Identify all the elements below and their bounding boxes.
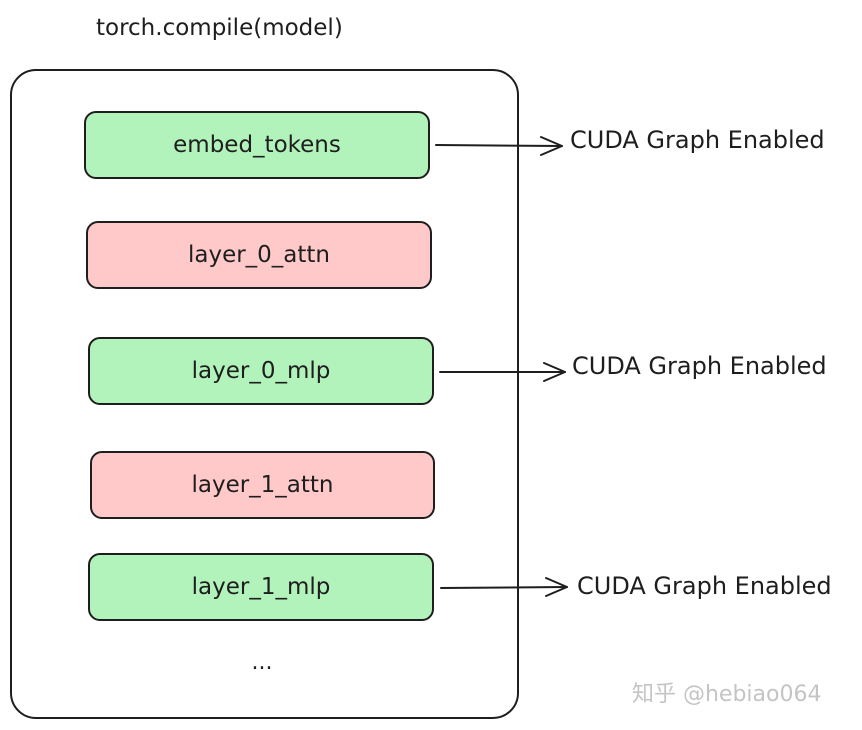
more-layers-ellipsis: ... [251,650,273,675]
block-label: layer_1_mlp [191,574,331,600]
block-layer-1-attn: layer_1_attn [90,451,435,519]
block-label: layer_0_mlp [191,358,331,384]
watermark: 知乎 @hebiao064 [632,682,822,707]
block-layer-0-mlp: layer_0_mlp [88,337,434,405]
block-label: layer_0_attn [187,242,331,268]
block-layer-0-attn: layer_0_attn [86,221,432,289]
cuda-graph-label-layer-1-mlp: CUDA Graph Enabled [577,572,832,600]
cuda-graph-label-layer-0-mlp: CUDA Graph Enabled [572,352,827,380]
diagram-title: torch.compile(model) [96,15,343,41]
block-label: embed_tokens [173,132,341,158]
cuda-graph-label-embed-tokens: CUDA Graph Enabled [570,126,825,154]
model-container [10,69,519,719]
block-label: layer_1_attn [191,472,334,498]
block-layer-1-mlp: layer_1_mlp [88,553,434,621]
block-embed-tokens: embed_tokens [84,111,430,179]
